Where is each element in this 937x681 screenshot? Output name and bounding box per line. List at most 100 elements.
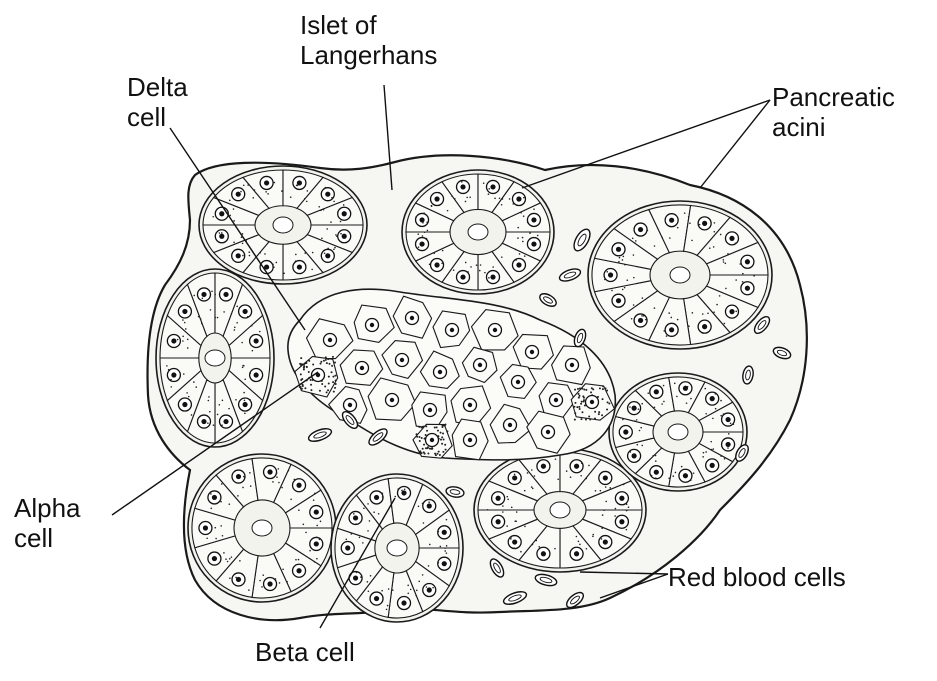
- granule: [669, 237, 671, 239]
- granule: [645, 319, 647, 321]
- granule: [654, 406, 656, 408]
- dense-granule: [416, 433, 418, 435]
- granule: [223, 311, 225, 313]
- granule: [316, 558, 318, 560]
- islet-nucleolus: [516, 380, 520, 384]
- dense-granule: [334, 375, 336, 377]
- granule: [533, 208, 535, 210]
- granule: [702, 313, 704, 315]
- dense-granule: [594, 417, 596, 419]
- granule: [524, 526, 526, 528]
- granule: [670, 317, 672, 319]
- nucleolus: [296, 568, 301, 573]
- granule: [276, 476, 278, 478]
- granule: [689, 222, 691, 224]
- acinus-6: [331, 474, 463, 622]
- granule: [676, 396, 678, 398]
- granule: [335, 234, 337, 236]
- granule: [290, 196, 292, 198]
- nucleolus: [574, 464, 579, 469]
- granule: [735, 279, 737, 281]
- dense-granule: [331, 365, 333, 367]
- dense-granule: [579, 408, 581, 410]
- granule: [614, 515, 616, 517]
- granule: [368, 590, 370, 592]
- granule: [168, 369, 170, 371]
- nucleolus: [531, 241, 536, 246]
- granule: [466, 197, 468, 199]
- granule: [261, 586, 263, 588]
- islet-nucleolus: [530, 350, 534, 354]
- granule: [712, 418, 714, 420]
- islet-nucleolus: [428, 408, 432, 412]
- granule: [554, 548, 556, 550]
- label-beta-cell: Beta cell: [255, 637, 355, 667]
- granule: [233, 220, 235, 222]
- granule: [446, 545, 448, 547]
- granule: [243, 184, 245, 186]
- dense-granule: [443, 438, 445, 440]
- nucleolus: [219, 234, 224, 239]
- islet-nucleolus: [438, 370, 442, 374]
- granule: [723, 261, 725, 263]
- granule: [187, 347, 189, 349]
- granule: [182, 340, 184, 342]
- granule: [515, 520, 517, 522]
- acinus-7: [474, 448, 646, 572]
- granule: [480, 264, 482, 266]
- nucleolus: [460, 274, 465, 279]
- nucleolus: [219, 211, 224, 216]
- granule: [217, 414, 219, 416]
- granule: [316, 537, 318, 539]
- granule: [427, 230, 429, 232]
- granule: [661, 237, 663, 239]
- dense-granule: [574, 402, 576, 404]
- granule: [580, 475, 582, 477]
- granule: [506, 496, 508, 498]
- label-islet-of-langerhans: Islet of Langerhans: [300, 10, 437, 70]
- dense-granule: [425, 447, 427, 449]
- granule: [166, 365, 168, 367]
- granule: [303, 524, 305, 526]
- nucleolus: [490, 184, 495, 189]
- granule: [438, 531, 440, 533]
- granule: [635, 240, 637, 242]
- granule: [647, 392, 649, 394]
- granule: [331, 197, 333, 199]
- granule: [605, 486, 607, 488]
- granule: [501, 256, 503, 258]
- granule: [502, 511, 504, 513]
- granule: [227, 561, 229, 563]
- dense-granule: [444, 444, 446, 446]
- dense-granule: [606, 409, 608, 411]
- granule: [668, 477, 670, 479]
- dense-granule: [335, 383, 337, 385]
- granule: [221, 232, 223, 234]
- granule: [523, 197, 525, 199]
- granule: [461, 181, 463, 183]
- granule: [346, 539, 348, 541]
- acinus-2: [402, 170, 554, 294]
- islet-nucleolus: [360, 366, 364, 370]
- nucleolus: [243, 402, 248, 407]
- dense-granule: [332, 381, 334, 383]
- dense-granule: [320, 361, 322, 363]
- granule: [282, 568, 284, 570]
- granule: [716, 304, 718, 306]
- granule: [298, 559, 300, 561]
- granule: [623, 425, 625, 427]
- granule: [186, 392, 188, 394]
- granule: [611, 290, 613, 292]
- dense-granule: [331, 371, 333, 373]
- granule: [326, 228, 328, 230]
- granule: [469, 196, 471, 198]
- granule: [476, 264, 478, 266]
- dense-granule: [300, 357, 302, 359]
- granule: [723, 259, 725, 261]
- granule: [730, 422, 732, 424]
- dense-granule: [590, 391, 592, 393]
- dense-granule: [441, 436, 443, 438]
- granule: [333, 248, 335, 250]
- granule: [259, 331, 261, 333]
